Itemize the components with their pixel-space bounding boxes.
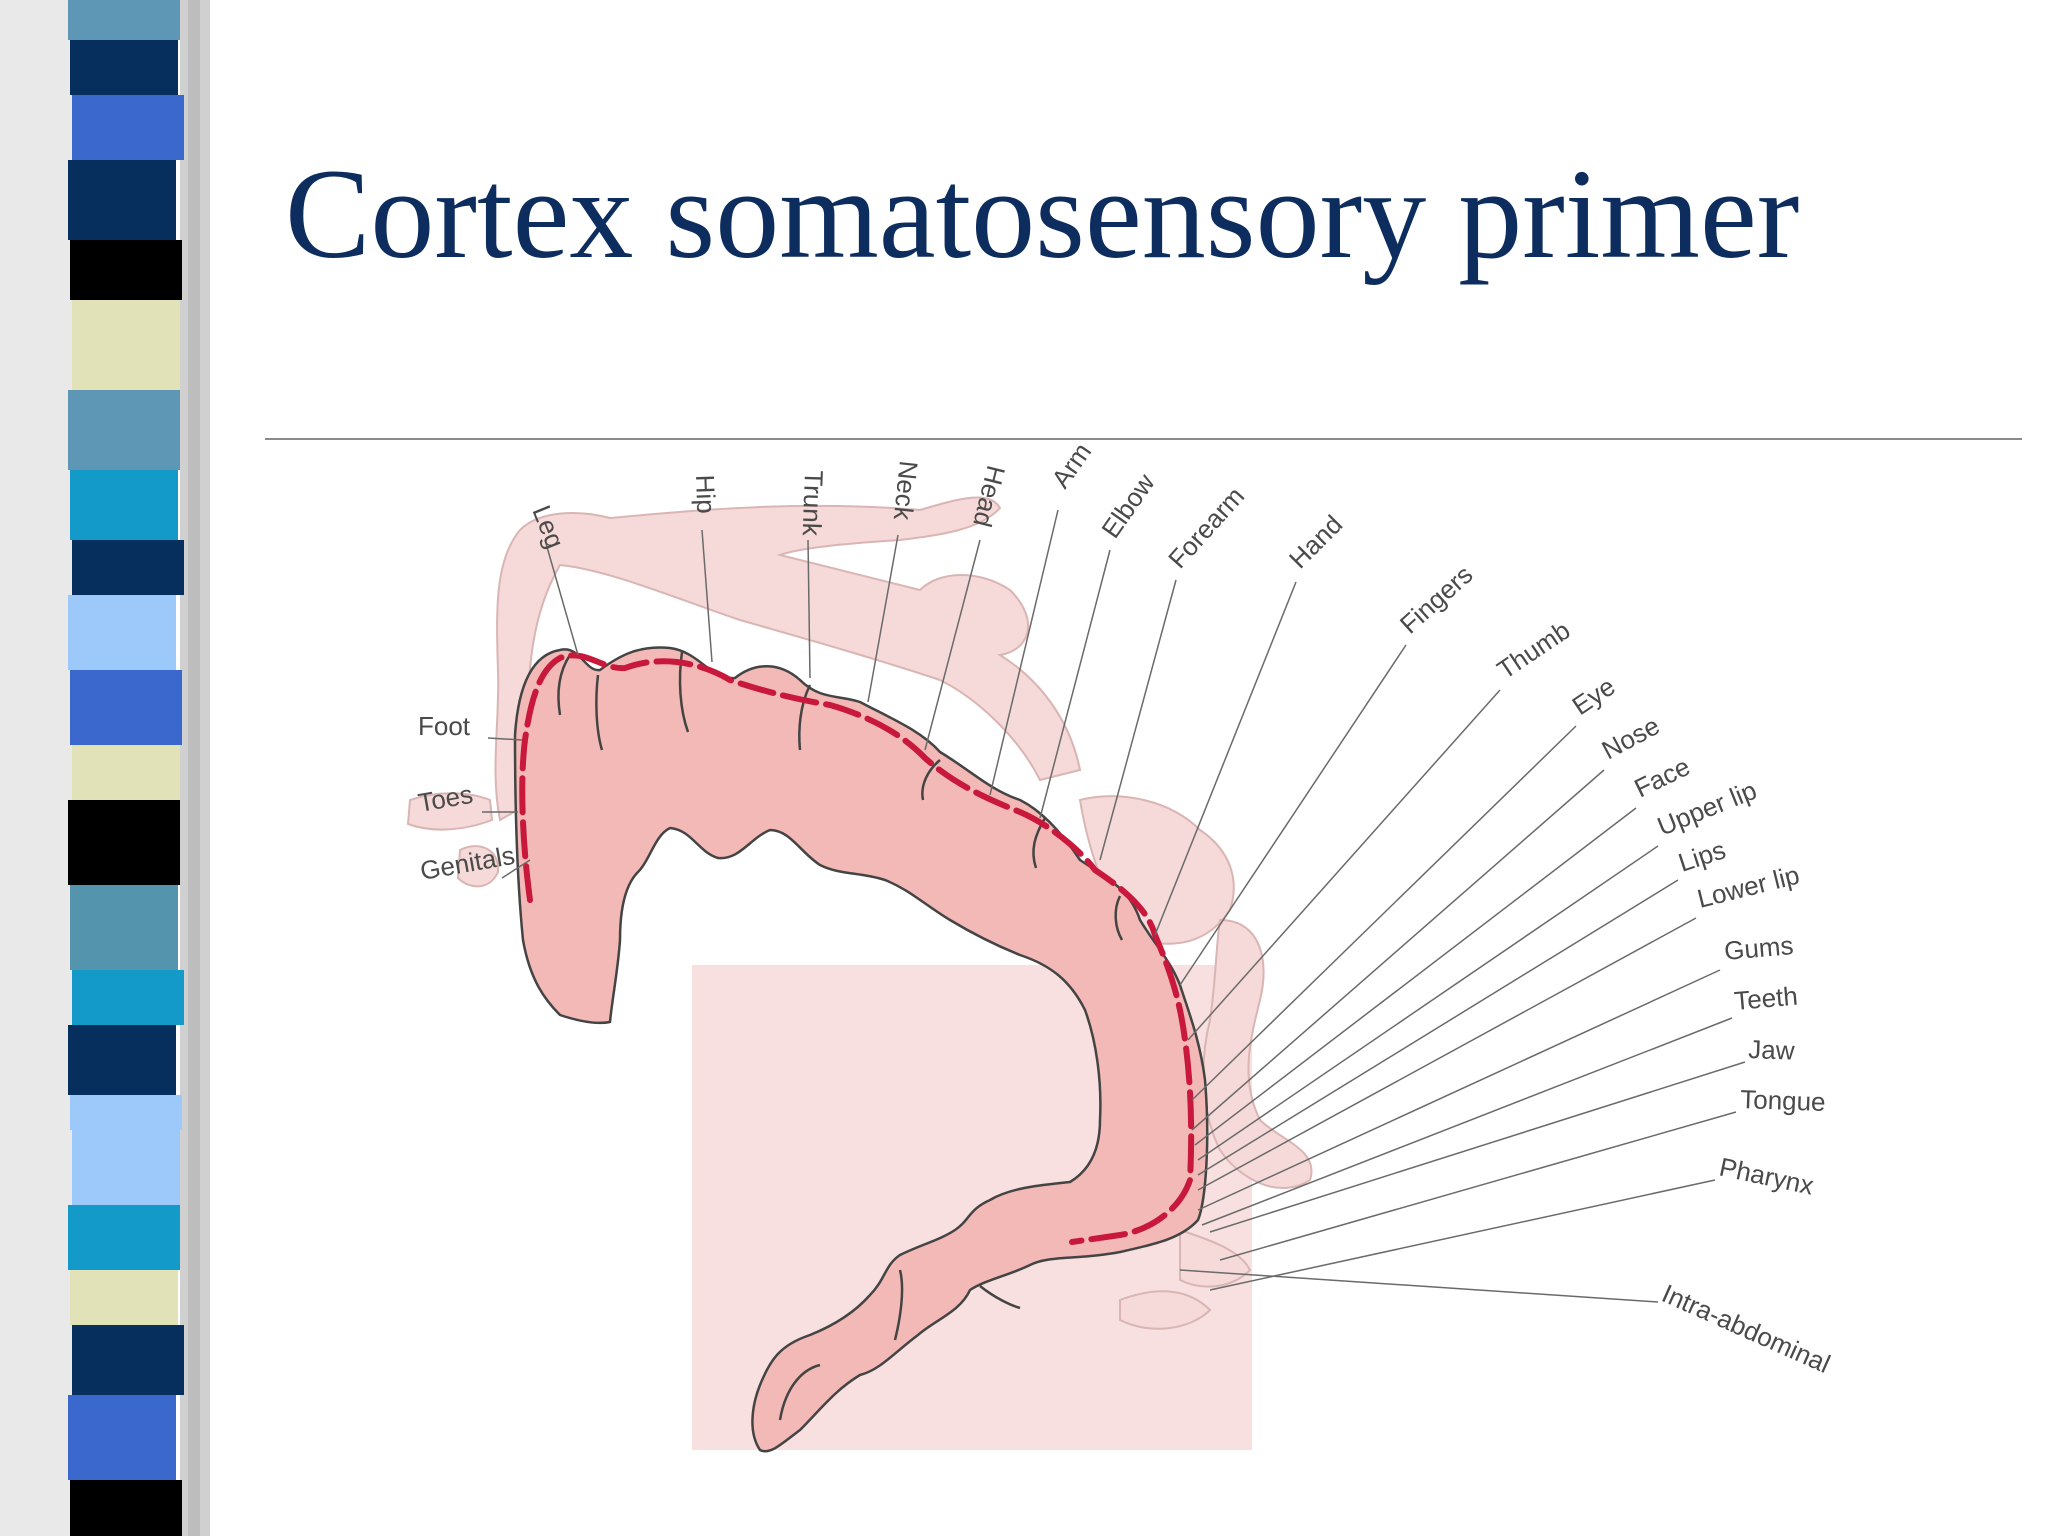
title-divider bbox=[265, 438, 2022, 440]
leader-line bbox=[1197, 845, 1659, 1161]
stripe-block bbox=[70, 1095, 182, 1130]
label-head: Head bbox=[967, 463, 1011, 531]
stripe-block bbox=[68, 1025, 176, 1095]
stripe-block bbox=[68, 160, 176, 240]
stripe-block bbox=[70, 470, 178, 540]
label-face: Face bbox=[1629, 751, 1694, 803]
stripe-block bbox=[68, 1395, 176, 1480]
leader-line bbox=[1197, 969, 1721, 1211]
homunculus-svg: Leg Hip Trunk Neck Head Arm Elbow Forear… bbox=[406, 440, 1835, 1453]
stripe-block bbox=[72, 1130, 180, 1205]
leader-line bbox=[807, 539, 811, 679]
leader-line bbox=[701, 529, 713, 663]
stripe-block bbox=[68, 390, 180, 470]
stripe-block bbox=[72, 1325, 184, 1395]
stripe-block bbox=[70, 885, 178, 970]
stripe-block bbox=[72, 95, 184, 160]
label-foot: Foot bbox=[418, 711, 471, 741]
leader-line bbox=[1197, 917, 1697, 1191]
leader-line bbox=[1201, 1017, 1733, 1226]
leader-line bbox=[989, 509, 1059, 796]
stripe-block bbox=[72, 300, 180, 390]
stripe-block bbox=[70, 670, 182, 745]
decorative-stripe-bar bbox=[0, 0, 230, 1536]
stripe-block bbox=[70, 1270, 178, 1325]
leader-line bbox=[501, 859, 531, 879]
leader-line bbox=[1197, 879, 1679, 1176]
leader-line bbox=[1219, 1111, 1737, 1261]
label-jaw: Jaw bbox=[1748, 1034, 1795, 1066]
label-fingers: Fingers bbox=[1394, 559, 1479, 639]
stripe-block bbox=[68, 1205, 180, 1270]
stripe-block bbox=[70, 1480, 182, 1536]
label-forearm: Forearm bbox=[1162, 481, 1250, 574]
stripe-block bbox=[70, 240, 182, 300]
stripe-block bbox=[72, 745, 180, 800]
label-trunk: Trunk bbox=[797, 470, 829, 538]
leader-line bbox=[924, 539, 981, 751]
stripe-bar-graphic bbox=[0, 0, 230, 1536]
stripe-block bbox=[72, 970, 184, 1025]
sensory-map-line bbox=[519, 652, 1195, 1245]
slide-title: Cortex somatosensory primer bbox=[285, 143, 1800, 285]
leader-line bbox=[1191, 769, 1605, 1131]
stripe-block bbox=[72, 540, 184, 595]
leader-line bbox=[1099, 579, 1177, 861]
leader-line bbox=[487, 737, 523, 741]
sulci-lines bbox=[557, 651, 1124, 1421]
leader-line bbox=[544, 539, 579, 656]
label-tongue: Tongue bbox=[1740, 1084, 1826, 1117]
label-nose: Nose bbox=[1597, 710, 1665, 765]
label-hand: Hand bbox=[1283, 509, 1348, 574]
label-elbow: Elbow bbox=[1095, 468, 1160, 543]
label-intra-abdominal: Intra-abdominal bbox=[1658, 1278, 1835, 1379]
stripe-block bbox=[68, 800, 180, 885]
leader-line bbox=[1209, 1179, 1716, 1291]
label-pharynx: Pharynx bbox=[1717, 1152, 1817, 1201]
label-thumb: Thumb bbox=[1492, 615, 1576, 685]
label-leader-lines bbox=[482, 509, 1746, 1303]
leader-line bbox=[1209, 1061, 1746, 1233]
label-lips: Lips bbox=[1675, 834, 1730, 877]
leader-line bbox=[1154, 581, 1297, 936]
somatosensory-homunculus-diagram: Leg Hip Trunk Neck Head Arm Elbow Forear… bbox=[380, 440, 1930, 1480]
leader-line bbox=[1039, 549, 1111, 819]
label-hip: Hip bbox=[690, 474, 721, 514]
label-neck: Neck bbox=[888, 459, 924, 522]
leader-line bbox=[1194, 807, 1637, 1146]
leader-line bbox=[867, 534, 899, 703]
label-eye: Eye bbox=[1567, 671, 1621, 721]
stripe-block bbox=[68, 0, 180, 40]
stripe-block bbox=[68, 595, 176, 670]
label-arm: Arm bbox=[1045, 440, 1097, 493]
leader-line bbox=[1191, 725, 1577, 1101]
label-gums: Gums bbox=[1723, 930, 1795, 966]
stripe-block bbox=[70, 40, 178, 95]
leader-line bbox=[1179, 1269, 1659, 1303]
leader-line bbox=[1179, 644, 1407, 986]
label-teeth: Teeth bbox=[1733, 981, 1799, 1016]
leader-line bbox=[1187, 689, 1501, 1041]
stripe-blocks bbox=[68, 0, 184, 1536]
